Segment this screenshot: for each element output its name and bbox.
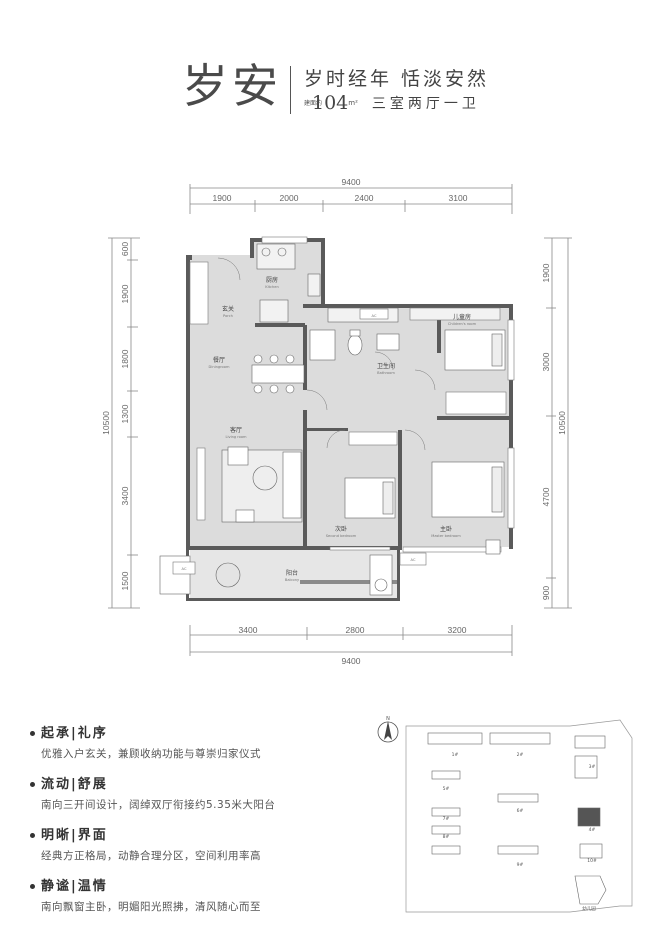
room-porch: 玄关: [222, 305, 234, 313]
dim-left-seg-6: 1500: [120, 571, 130, 590]
room-dining: 餐厅: [213, 356, 225, 364]
ac-label-3: AC: [182, 567, 187, 571]
room-balcony: 阳台: [286, 569, 298, 577]
room-children-en: Children's room: [448, 322, 477, 326]
area-unit: m²: [348, 99, 358, 107]
building-label: 10#: [587, 858, 597, 864]
dim-right-total: 10500: [557, 411, 567, 435]
bullet-icon: [30, 731, 35, 736]
compass-label: N: [386, 716, 390, 722]
feature-3: 明晰|界面 经典方正格局，动静合理分区，空间利用率高: [30, 824, 360, 863]
feature-desc: 优雅入户玄关，兼顾收纳功能与尊崇归家仪式: [41, 748, 261, 760]
living-furniture: [221, 446, 303, 523]
dim-left-seg-5: 3400: [120, 486, 130, 505]
dim-bottom-seg-2: 2800: [346, 625, 365, 635]
room-second: 次卧: [335, 525, 347, 533]
building-labels: 1# 2# 3# 5# 6# 7# 8# 9# 10# 4# 幼儿园: [443, 752, 597, 912]
windows: [189, 236, 515, 553]
feature-2: 流动|舒展 南向三开间设计，阔绰双厅衔接约5.35米大阳台: [30, 773, 360, 812]
room-master-en: Master bedroom: [431, 534, 461, 538]
bullet-icon: [30, 884, 35, 889]
building-label: 6#: [517, 808, 524, 814]
room-porch-en: Porch: [223, 314, 233, 318]
compass-icon: N: [377, 716, 399, 743]
feature-title: 流动|舒展: [41, 777, 108, 792]
ac-units: AC AC AC: [172, 308, 427, 575]
beds: [344, 329, 506, 519]
doors: [217, 257, 436, 451]
room-living-en: Living room: [225, 435, 247, 439]
feature-title: 起承|礼序: [41, 726, 108, 741]
feature-desc: 经典方正格局，动静合理分区，空间利用率高: [41, 850, 261, 862]
building-label: 5#: [443, 786, 450, 792]
dining-table: [251, 354, 305, 394]
dim-right-seg-2: 3000: [541, 352, 551, 371]
room-master: 主卧: [440, 525, 452, 533]
feature-title: 明晰|界面: [41, 828, 108, 843]
area-value: 104: [312, 92, 349, 114]
dim-right-seg-1: 1900: [541, 263, 551, 282]
ac-label-2: AC: [411, 558, 416, 562]
room-balcony-en: Balcony: [285, 578, 300, 582]
dim-left-seg-4: 1300: [120, 404, 130, 423]
room-labels: 厨房 Kitchen 玄关 Porch 餐厅 Diningroom 客厅 Liv…: [209, 276, 477, 582]
layout-type: 三室两厅一卫: [371, 96, 480, 112]
dimension-labels: 9400 1900 2000 2400 3100 3400 2800 3200 …: [101, 177, 567, 666]
dim-bottom-seg-1: 3400: [239, 625, 258, 635]
room-kitchen: 厨房: [266, 276, 278, 284]
room-living: 客厅: [230, 426, 242, 434]
dim-top-seg-1: 1900: [213, 193, 232, 203]
dim-left-seg-1: 600: [120, 242, 130, 256]
dim-right-seg-4: 900: [541, 586, 551, 600]
room-bathroom: 卫生间: [377, 362, 395, 370]
building-label: 3#: [589, 764, 596, 770]
dim-right-seg-3: 4700: [541, 487, 551, 506]
feature-title: 静谧|温情: [41, 879, 108, 894]
floor-plan: 9400 1900 2000 2400 3100 3400 2800 3200 …: [101, 177, 572, 666]
dim-top-seg-2: 2000: [280, 193, 299, 203]
feature-4: 静谧|温情 南向飘窗主卧，明媚阳光照拂，清风随心而至: [30, 875, 360, 914]
site-plan: N 1# 2# 3# 5# 6# 7# 8# 9# 10# 4# 幼儿园: [377, 716, 633, 913]
room-kitchen-en: Kitchen: [265, 285, 279, 289]
building-label: 8#: [443, 834, 450, 840]
building-label: 7#: [443, 816, 450, 822]
kitchen-fixtures: [256, 243, 321, 323]
dim-top-seg-3: 2400: [355, 193, 374, 203]
room-second-en: Second bedroom: [326, 534, 357, 538]
feature-desc: 南向三开间设计，阔绰双厅衔接约5.35米大阳台: [41, 799, 276, 811]
bullet-icon: [30, 833, 35, 838]
dim-left-seg-3: 1800: [120, 349, 130, 368]
feature-1: 起承|礼序 优雅入户玄关，兼顾收纳功能与尊崇归家仪式: [30, 722, 360, 761]
dimension-lines: [108, 184, 572, 656]
bullet-icon: [30, 782, 35, 787]
feature-desc: 南向飘窗主卧，明媚阳光照拂，清风随心而至: [41, 901, 261, 913]
site-buildings: [427, 732, 607, 905]
dim-bottom-seg-3: 3200: [448, 625, 467, 635]
building-label: 4#: [589, 827, 596, 833]
room-dining-en: Diningroom: [209, 365, 230, 369]
dim-top-total: 9400: [342, 177, 361, 187]
building-label: 2#: [517, 752, 524, 758]
wardrobes: [348, 307, 507, 446]
room-children: 儿童房: [453, 313, 471, 321]
slogan: 岁时经年 恬淡安然: [304, 68, 490, 90]
kindergarten-label: 幼儿园: [582, 905, 596, 912]
dim-left-total: 10500: [101, 411, 111, 435]
ac-label-1: AC: [372, 314, 377, 318]
header-divider: [290, 66, 291, 114]
site-boundary: [405, 719, 633, 913]
page-title: 岁安: [182, 59, 282, 113]
dim-left-seg-2: 1900: [120, 284, 130, 303]
building-label: 9#: [517, 862, 524, 868]
dim-bottom-total: 9400: [342, 656, 361, 666]
dim-top-seg-4: 3100: [449, 193, 468, 203]
room-bathroom-en: Bathroom: [377, 371, 395, 375]
building-label: 1#: [452, 752, 459, 758]
